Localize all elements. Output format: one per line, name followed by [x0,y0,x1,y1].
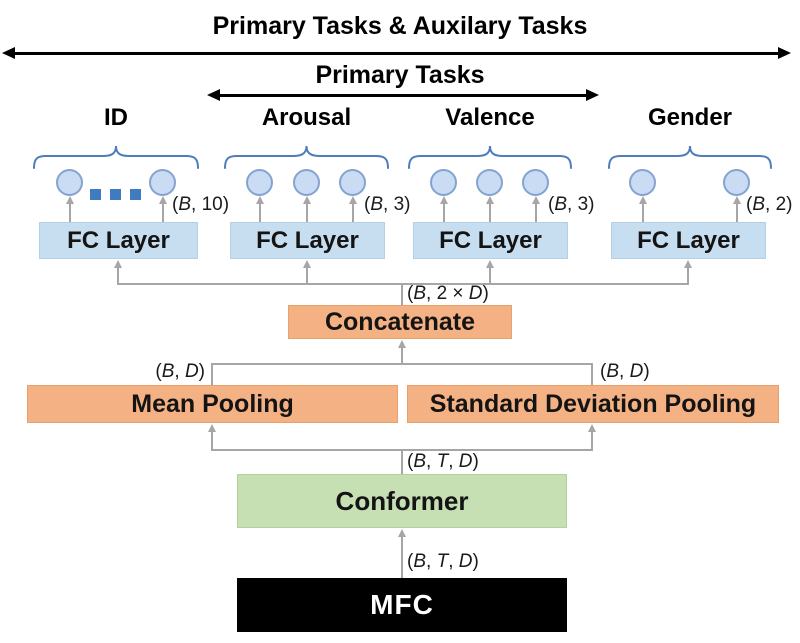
neuron-arrow [439,196,448,222]
dim-label-gender: (B, 2) [746,194,793,215]
neuron [339,169,366,196]
fc-input-arrow [302,260,311,285]
task-label-valence: Valence [445,104,535,131]
dim-label-concat-out: (B, 2 × D) [407,283,489,304]
neuron [56,169,83,196]
mfc-block: MFC [237,578,567,632]
mean-pooling-block: Mean Pooling [27,385,398,423]
neuron-arrow [348,196,357,222]
concat-out-stem [401,284,403,305]
neuron-arrow [255,196,264,222]
dim-label-mean-out: (B, D) [155,361,205,382]
fc-bus-line [117,283,689,285]
dim-label-id: (B, 10) [172,194,230,215]
dim-label-conformer-out: (B, T, D) [407,451,479,472]
dim-label-std-out: (B, D) [600,361,650,382]
conformer-block: Conformer [237,474,567,528]
mean-out-stem [211,364,213,385]
fc-input-arrow [485,260,494,285]
conformer-input-arrow [397,529,406,578]
fc-input-arrow [683,260,692,285]
ellipsis-dot [110,189,121,200]
neuron [629,169,656,196]
fc-layer-valence: FC Layer [413,222,568,259]
neuron-arrow [531,196,540,222]
fc-layer-gender: FC Layer [611,222,766,259]
neuron [476,169,503,196]
mean-input-arrow [207,424,216,451]
neuron [522,169,549,196]
neuron-arrow [638,196,647,222]
concatenate-block: Concatenate [288,305,512,339]
neuron-arrow [302,196,311,222]
std-pooling-block: Standard Deviation Pooling [407,385,779,423]
task-label-gender: Gender [647,104,733,131]
neuron [430,169,457,196]
neuron-arrow [732,196,741,222]
header-all-tasks: Primary Tasks & Auxilary Tasks [212,12,588,40]
task-label-id: ID [104,104,128,131]
brace-valence [408,145,572,169]
neuron-arrow [485,196,494,222]
brace-gender [608,145,772,169]
std-input-arrow [587,424,596,451]
concat-input-arrow [397,340,406,365]
dim-label-arousal: (B, 3) [364,194,411,215]
conformer-out-stem [401,450,403,474]
neuron [723,169,750,196]
neuron [293,169,320,196]
std-out-stem [591,364,593,385]
header-primary-tasks: Primary Tasks [315,61,485,89]
dim-label-mfc-out: (B, T, D) [407,551,479,572]
primary-tasks-span-arrow [207,89,599,101]
task-label-arousal: Arousal [261,104,352,131]
neuron [246,169,273,196]
brace-arousal [224,145,389,169]
brace-id [33,145,199,169]
ellipsis-dot [90,189,101,200]
neuron-arrow [65,196,74,222]
fc-layer-id: FC Layer [39,222,198,259]
pooling-bus-line [211,363,593,365]
neuron-arrow [158,196,167,222]
neuron [149,169,176,196]
all-tasks-span-arrow [2,47,791,59]
fc-layer-arousal: FC Layer [230,222,385,259]
dim-label-valence: (B, 3) [548,194,595,215]
fc-input-arrow [113,260,122,285]
ellipsis-dot [130,189,141,200]
